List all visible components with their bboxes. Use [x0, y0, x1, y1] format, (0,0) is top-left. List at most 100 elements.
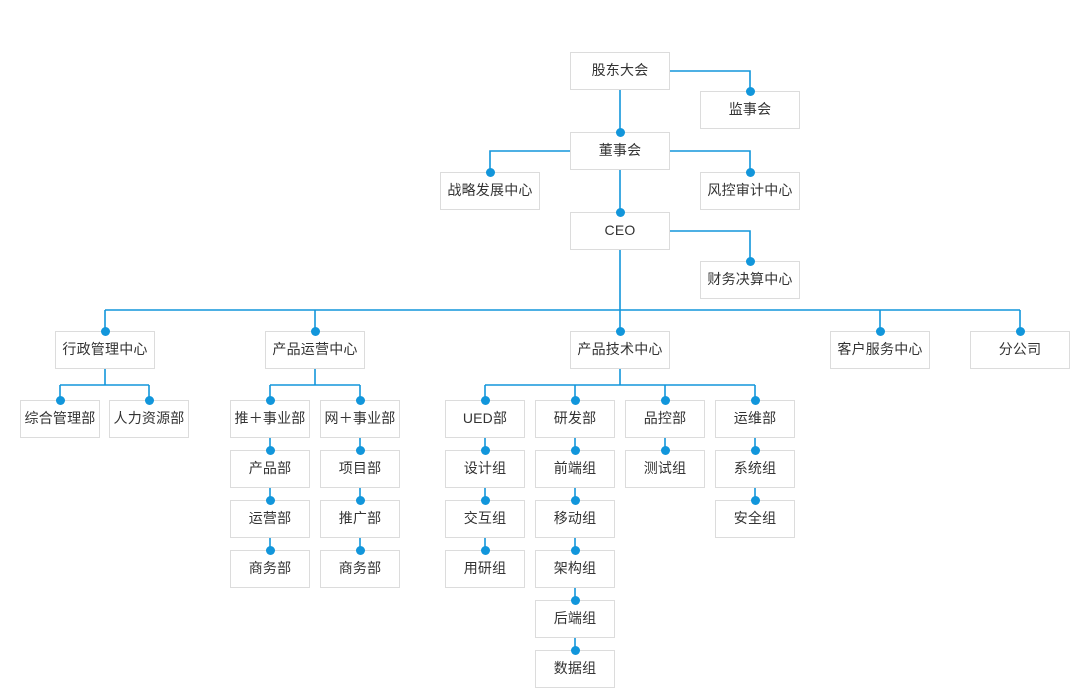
- node-label-test-group: 测试组: [643, 460, 687, 477]
- node-architecture-group[interactable]: 架构组: [535, 550, 615, 588]
- node-security-group[interactable]: 安全组: [715, 500, 795, 538]
- node-label-board-of-directors: 董事会: [598, 142, 642, 159]
- node-label-shareholders-meeting: 股东大会: [591, 62, 649, 79]
- node-backend-group[interactable]: 后端组: [535, 600, 615, 638]
- node-shareholders-meeting[interactable]: 股东大会: [570, 52, 670, 90]
- node-label-mobile-group: 移动组: [553, 510, 597, 527]
- joint-dot-backend-group: [570, 595, 580, 605]
- node-product-ops-center[interactable]: 产品运营中心: [265, 331, 365, 369]
- node-label-product-ops-center: 产品运营中心: [272, 341, 358, 358]
- node-ceo[interactable]: CEO: [570, 212, 670, 250]
- node-business-dept-2[interactable]: 商务部: [320, 550, 400, 588]
- node-project-dept[interactable]: 项目部: [320, 450, 400, 488]
- node-supervisory-board[interactable]: 监事会: [700, 91, 800, 129]
- joint-dot-board: [615, 127, 625, 137]
- joint-dot-wang-plus-bu: [355, 395, 365, 405]
- connector-shareholders-to-supervisory: [670, 70, 751, 91]
- joint-dot-system-group: [750, 445, 760, 455]
- joint-dot-ops-dept: [750, 395, 760, 405]
- joint-dot-product-ops-center: [310, 326, 320, 336]
- node-label-ceo: CEO: [604, 222, 636, 239]
- node-ops-dept[interactable]: 运维部: [715, 400, 795, 438]
- node-label-tui-plus-bu: 推＋事业部: [234, 410, 306, 427]
- node-label-architecture-group: 架构组: [553, 560, 597, 577]
- node-rd-dept[interactable]: 研发部: [535, 400, 615, 438]
- node-label-supervisory-board: 监事会: [728, 101, 772, 118]
- node-risk-audit-center[interactable]: 风控审计中心: [700, 172, 800, 210]
- joint-dot-product-tech-center: [615, 326, 625, 336]
- joint-dot-architecture-group: [570, 545, 580, 555]
- node-label-risk-audit-center: 风控审计中心: [707, 182, 793, 199]
- joint-dot-mobile-group: [570, 495, 580, 505]
- node-label-interaction-group: 交互组: [463, 510, 507, 527]
- joint-dot-business-dept-1: [265, 545, 275, 555]
- node-wang-plus-bu[interactable]: 网＋事业部: [320, 400, 400, 438]
- joint-dot-finance: [745, 256, 755, 266]
- joint-dot-data-group: [570, 645, 580, 655]
- joint-dot-operation-dept: [265, 495, 275, 505]
- node-label-promotion-dept: 推广部: [338, 510, 382, 527]
- node-data-group[interactable]: 数据组: [535, 650, 615, 688]
- node-branch-company[interactable]: 分公司: [970, 331, 1070, 369]
- node-label-branch-company: 分公司: [998, 341, 1042, 358]
- node-label-backend-group: 后端组: [553, 610, 597, 627]
- node-design-group[interactable]: 设计组: [445, 450, 525, 488]
- node-user-research-group[interactable]: 用研组: [445, 550, 525, 588]
- node-strategy-center[interactable]: 战略发展中心: [440, 172, 540, 210]
- node-general-admin-dept[interactable]: 综合管理部: [20, 400, 100, 438]
- node-business-dept-1[interactable]: 商务部: [230, 550, 310, 588]
- node-qa-dept[interactable]: 品控部: [625, 400, 705, 438]
- joint-dot-promotion-dept: [355, 495, 365, 505]
- joint-dot-supervisory: [745, 86, 755, 96]
- joint-dot-interaction-group: [480, 495, 490, 505]
- node-label-admin-center: 行政管理中心: [62, 341, 148, 358]
- node-test-group[interactable]: 测试组: [625, 450, 705, 488]
- node-label-wang-plus-bu: 网＋事业部: [324, 410, 396, 427]
- node-label-customer-service-center: 客户服务中心: [837, 341, 923, 358]
- node-customer-service-center[interactable]: 客户服务中心: [830, 331, 930, 369]
- node-label-system-group: 系统组: [733, 460, 777, 477]
- node-system-group[interactable]: 系统组: [715, 450, 795, 488]
- node-board-of-directors[interactable]: 董事会: [570, 132, 670, 170]
- node-label-user-research-group: 用研组: [463, 560, 507, 577]
- joint-dot-design-group: [480, 445, 490, 455]
- joint-dot-business-dept-2: [355, 545, 365, 555]
- joint-dot-general-admin-dept: [55, 395, 65, 405]
- node-hr-dept[interactable]: 人力资源部: [109, 400, 189, 438]
- node-product-tech-center[interactable]: 产品技术中心: [570, 331, 670, 369]
- node-finance-center[interactable]: 财务决算中心: [700, 261, 800, 299]
- joint-dot-test-group: [660, 445, 670, 455]
- connector-ceo-to-finance: [670, 230, 751, 261]
- node-interaction-group[interactable]: 交互组: [445, 500, 525, 538]
- joint-dot-frontend-group: [570, 445, 580, 455]
- node-label-project-dept: 项目部: [338, 460, 382, 477]
- joint-dot-ceo: [615, 207, 625, 217]
- node-label-product-tech-center: 产品技术中心: [577, 341, 663, 358]
- joint-dot-user-research-group: [480, 545, 490, 555]
- node-label-ued-dept: UED部: [462, 410, 508, 427]
- node-admin-center[interactable]: 行政管理中心: [55, 331, 155, 369]
- node-label-data-group: 数据组: [553, 660, 597, 677]
- connector-board-to-risk-audit: [670, 150, 751, 172]
- node-operation-dept[interactable]: 运营部: [230, 500, 310, 538]
- joint-dot-tui-plus-bu: [265, 395, 275, 405]
- node-label-qa-dept: 品控部: [643, 410, 687, 427]
- node-frontend-group[interactable]: 前端组: [535, 450, 615, 488]
- node-label-business-dept-2: 商务部: [338, 560, 382, 577]
- node-mobile-group[interactable]: 移动组: [535, 500, 615, 538]
- node-label-design-group: 设计组: [463, 460, 507, 477]
- node-product-dept[interactable]: 产品部: [230, 450, 310, 488]
- joint-dot-rd-dept: [570, 395, 580, 405]
- joint-dot-risk-audit: [745, 167, 755, 177]
- connector-board-to-strategy: [489, 150, 570, 172]
- node-label-product-dept: 产品部: [248, 460, 292, 477]
- node-tui-plus-bu[interactable]: 推＋事业部: [230, 400, 310, 438]
- node-label-ops-dept: 运维部: [733, 410, 777, 427]
- node-promotion-dept[interactable]: 推广部: [320, 500, 400, 538]
- joint-dot-branch-company: [1015, 326, 1025, 336]
- node-label-frontend-group: 前端组: [553, 460, 597, 477]
- node-label-operation-dept: 运营部: [248, 510, 292, 527]
- joint-dot-product-dept: [265, 445, 275, 455]
- node-ued-dept[interactable]: UED部: [445, 400, 525, 438]
